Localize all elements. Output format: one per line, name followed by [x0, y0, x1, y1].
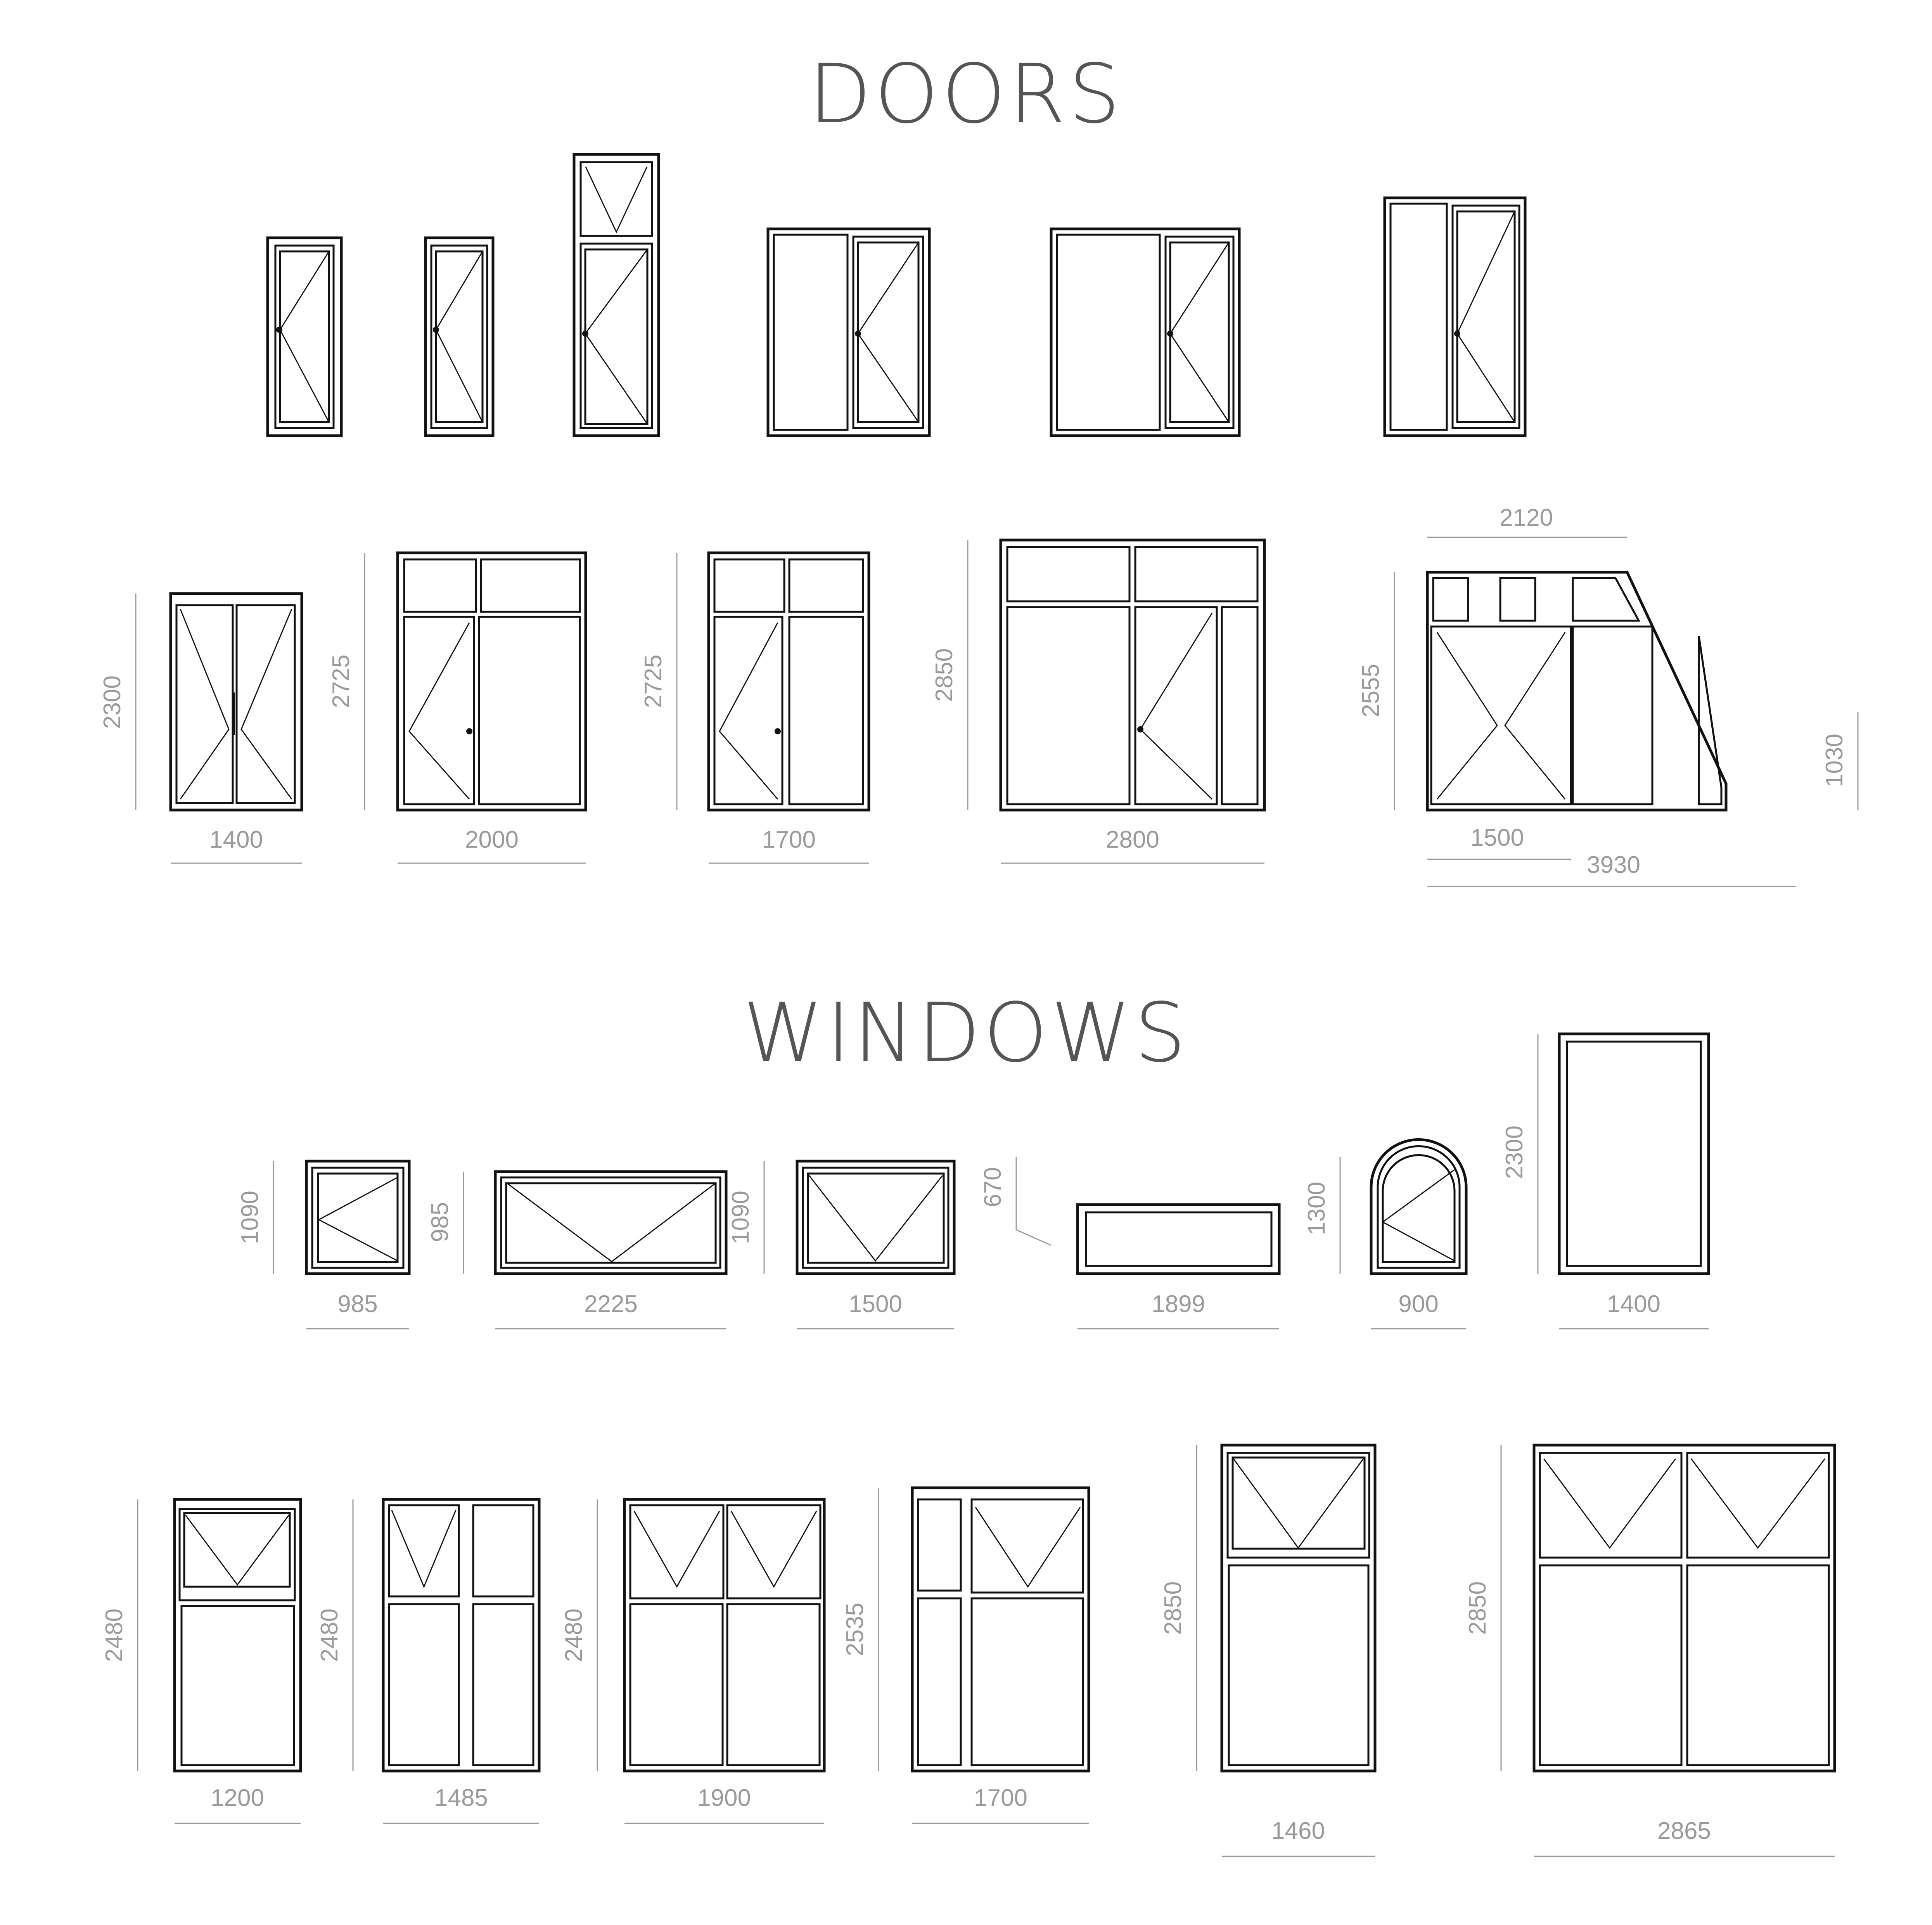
door-transom-three	[967, 538, 1266, 864]
door-french	[135, 592, 303, 864]
dim-width: 900	[1398, 1291, 1438, 1317]
handle-icon	[433, 327, 439, 333]
dim-height: 2725	[640, 654, 667, 708]
dim-width: 2225	[584, 1291, 638, 1317]
win-top-hopper-fixed	[1196, 1444, 1377, 1857]
dim-width: 1700	[762, 826, 816, 853]
win-hopper-two-col	[352, 1498, 541, 1824]
dim-top-width: 2120	[1500, 504, 1553, 531]
dim-height: 2300	[99, 675, 126, 729]
dim-width: 1900	[697, 1785, 751, 1811]
dim-height: 2480	[316, 1608, 343, 1662]
dim-height: 2725	[328, 654, 355, 708]
win-hopper-side-fixed	[878, 1486, 1090, 1824]
door-wide-fixed-left	[1050, 227, 1241, 437]
handle-icon	[582, 331, 588, 337]
door-single-left	[266, 236, 343, 437]
win-fixed-tall	[1537, 1032, 1710, 1329]
dim-width: 2865	[1657, 1818, 1711, 1844]
dim-height: 2535	[842, 1603, 868, 1656]
win-wide-hopper	[463, 1170, 728, 1329]
dim-width: 1700	[974, 1785, 1027, 1811]
handle-icon	[775, 728, 781, 734]
door-single-narrow	[424, 236, 495, 437]
dim-height: 1300	[1303, 1182, 1330, 1235]
door-narrow-fixed-left	[1383, 196, 1527, 437]
dim-height: 2300	[1501, 1125, 1528, 1179]
dim-right-height: 1030	[1821, 734, 1848, 787]
doors-section-title: DOORS	[808, 47, 1124, 142]
dim-width: 1400	[209, 826, 263, 853]
dim-height: 2480	[560, 1608, 587, 1662]
win-hopper-over-fixed	[137, 1498, 302, 1824]
handle-icon	[466, 728, 472, 734]
door-single-transom	[573, 153, 660, 437]
handle-icon	[1454, 331, 1460, 337]
door-sloped	[1394, 537, 1859, 887]
win-arched	[1339, 1138, 1468, 1329]
win-double-top-hopper	[1500, 1444, 1836, 1857]
dim-height: 985	[427, 1202, 453, 1242]
dim-height: 2480	[101, 1608, 128, 1662]
door-transom-fixed-2	[676, 551, 870, 864]
dim-width: 1899	[1152, 1291, 1205, 1317]
dim-door-width: 1500	[1470, 824, 1524, 851]
dim-height: 1090	[727, 1191, 754, 1244]
win-side-hung	[273, 1160, 411, 1329]
win-double-hopper	[597, 1498, 826, 1824]
dim-width: 2000	[465, 826, 519, 853]
win-hopper	[763, 1160, 956, 1329]
dim-height: 1090	[237, 1191, 263, 1244]
dim-width: 1460	[1271, 1818, 1325, 1844]
dim-width: 1200	[211, 1785, 264, 1811]
win-fixed-low	[1015, 1157, 1281, 1329]
handle-icon	[232, 692, 235, 735]
door-transom-fixed	[364, 551, 587, 864]
dim-width: 1400	[1607, 1291, 1660, 1317]
dim-width: 985	[337, 1291, 377, 1317]
handle-icon	[276, 327, 282, 333]
handle-icon	[1137, 726, 1143, 732]
dim-height: 2850	[1160, 1581, 1187, 1635]
dim-width: 1485	[434, 1785, 488, 1811]
door-double-fixed-left	[766, 227, 931, 437]
dim-height: 2850	[931, 648, 958, 702]
dim-width: 3930	[1587, 852, 1640, 878]
dim-height: 670	[979, 1167, 1006, 1207]
dim-height: 2555	[1358, 664, 1384, 717]
handle-icon	[1167, 331, 1173, 337]
handle-icon	[855, 331, 861, 337]
dim-width: 2800	[1106, 826, 1159, 853]
dim-height: 2850	[1464, 1581, 1491, 1635]
windows-section-title: WINDOWS	[743, 985, 1189, 1080]
dim-width: 1500	[849, 1291, 902, 1317]
